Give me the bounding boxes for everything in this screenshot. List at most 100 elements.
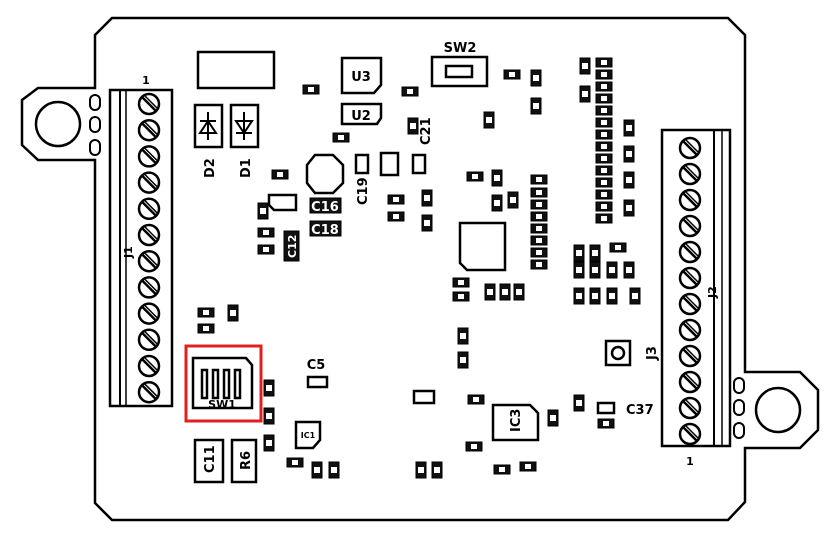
mousebite-slot <box>733 399 745 416</box>
smd-pad <box>530 97 542 115</box>
terminal-screw <box>678 292 702 316</box>
connector-j3 <box>604 339 632 367</box>
smd-pad <box>595 81 613 92</box>
smd-pad <box>530 247 548 258</box>
smd-pad <box>623 145 635 163</box>
smd-pad <box>484 283 496 301</box>
smd-pad <box>595 117 613 128</box>
smd-pad <box>547 409 559 427</box>
resistor-r6 <box>230 438 258 484</box>
smd-pad <box>609 242 627 253</box>
u2-label: U2 <box>351 109 371 124</box>
diode-d2 <box>193 103 224 149</box>
d2-label: D2 <box>203 158 218 178</box>
capacitor-c37 <box>596 401 616 415</box>
ic3-label: IC3 <box>509 409 524 432</box>
switch-sw2[interactable] <box>430 55 489 88</box>
smd-pad <box>595 213 613 224</box>
smd-pad <box>401 86 419 97</box>
mounting-hole-right <box>754 386 802 434</box>
smd-pad <box>623 119 635 137</box>
smd-pad <box>465 441 483 452</box>
smd-pad <box>595 165 613 176</box>
d1-label: D1 <box>239 158 254 178</box>
smd-pad <box>595 105 613 116</box>
switch-sw1[interactable] <box>191 356 254 410</box>
terminal-block-j2 <box>660 128 732 448</box>
j2-pin1-label: 1 <box>686 455 694 468</box>
terminal-screw <box>678 214 702 238</box>
j3-label: J3 <box>645 346 660 361</box>
smd-pad <box>530 259 548 270</box>
smd-pad <box>623 261 635 279</box>
smd-pad <box>421 189 433 207</box>
smd-pad <box>579 85 591 103</box>
smd-pad <box>257 202 269 220</box>
diode-d1 <box>229 103 260 149</box>
sw2-label: SW2 <box>444 41 477 56</box>
smd-pad <box>597 418 615 429</box>
smd-pad <box>530 199 548 210</box>
j2-label: J2 <box>706 286 719 299</box>
terminal-screw <box>137 302 161 325</box>
c19-label: C19 <box>356 177 371 205</box>
terminal-screw <box>137 171 161 194</box>
smd-pad <box>227 304 239 322</box>
board-outline <box>20 16 820 522</box>
terminal-screw <box>678 370 702 394</box>
smd-pad <box>595 69 613 80</box>
smd-pad <box>530 174 548 185</box>
smd-pad <box>623 199 635 217</box>
terminal-screw <box>137 380 161 404</box>
smd-pad <box>579 57 591 75</box>
terminal-screw <box>678 136 702 160</box>
smd-pad <box>530 211 548 222</box>
terminal-screw <box>137 276 161 299</box>
smd-pad <box>466 171 484 182</box>
smd-pad <box>503 69 521 80</box>
smd-pad <box>197 307 215 318</box>
smd-pad <box>573 261 585 279</box>
c11-label: C11 <box>203 445 218 473</box>
ic-large <box>458 221 507 272</box>
smd-pad <box>263 434 275 452</box>
capacitor-c19 <box>354 153 370 175</box>
smd-pad <box>387 211 405 222</box>
smd-pad <box>263 379 275 397</box>
smd-pad <box>197 323 215 334</box>
j1-pin1-label: 1 <box>142 74 150 87</box>
terminal-block-j1 <box>108 88 174 408</box>
c12-label: C12 <box>286 235 299 258</box>
c18-label: C18 <box>311 223 339 238</box>
capacitor-c12 <box>283 230 300 262</box>
mousebite-slot <box>89 116 101 133</box>
smd-pad <box>589 287 601 305</box>
sw1-label: SW1 <box>208 398 236 411</box>
ic-ic3 <box>491 403 540 442</box>
smd-pad <box>573 394 585 412</box>
smd-pad <box>415 461 427 479</box>
terminal-screw <box>678 422 702 446</box>
terminal-screw <box>678 396 702 420</box>
smd-pad <box>629 287 641 305</box>
smd-pad <box>263 407 275 425</box>
r6-label: R6 <box>239 451 254 470</box>
terminal-screw <box>678 240 702 264</box>
c21-label: C21 <box>419 117 434 145</box>
terminal-screw <box>137 223 161 247</box>
terminal-screw <box>678 344 702 368</box>
terminal-screw <box>137 145 161 168</box>
terminal-screw <box>137 249 161 273</box>
smd-pad <box>491 194 503 212</box>
capacitor-c18 <box>309 220 342 237</box>
smd-pad <box>257 227 275 238</box>
smd-pad <box>387 194 405 205</box>
terminal-screw <box>678 162 702 186</box>
terminal-screw <box>137 328 161 352</box>
terminal-screw <box>678 318 702 342</box>
terminal-screw <box>137 354 161 378</box>
c37-label: C37 <box>626 403 654 418</box>
capacitor-c5 <box>306 375 329 389</box>
smd-pad <box>302 84 320 95</box>
